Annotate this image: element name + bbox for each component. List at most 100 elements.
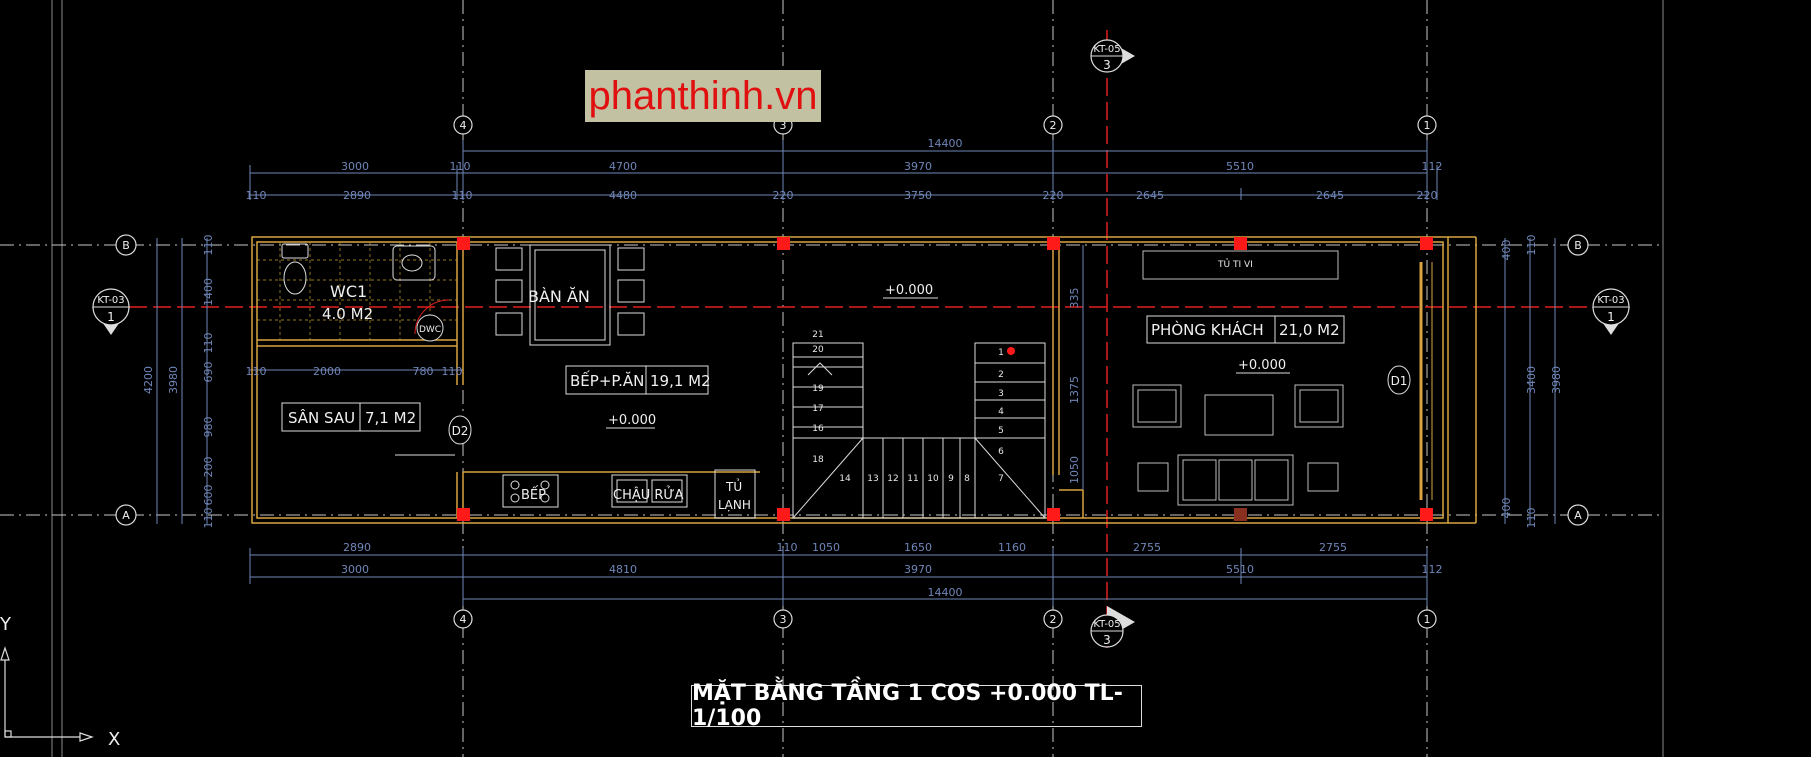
stair-step-11: 11 [907,474,918,484]
grid-bubble-4-top: 4 [460,119,467,132]
dim-top-r2-4: 220 [773,189,794,202]
structural-columns [457,237,1433,521]
dim-top-r2-3: 4480 [609,189,637,202]
ucs-y-label: Y [0,614,12,635]
section-sheet-left: KT-03 [97,295,124,306]
grid-bubble-a-left: A [122,509,130,522]
section-sheet-top: KT-05 [1093,44,1120,55]
grid-bubble-a-right: A [1574,509,1582,522]
stair-step-16: 16 [812,424,824,434]
dim-bot-r2-0: 3000 [341,563,369,576]
section-num-right: 1 [1607,310,1615,324]
grid-bubble-4-bottom: 4 [460,613,467,626]
fridge-label-1: TỦ [725,478,742,494]
dim-bot-r2-4: 112 [1422,563,1443,576]
dim-right-seg-2: 400 [1500,498,1513,519]
tv-cabinet-label: TỦ TI VI [1217,258,1253,270]
wc-fixtures [281,243,450,335]
dim-top-r2-7: 2645 [1136,189,1164,202]
stair-step-8: 8 [964,474,970,484]
room-kitchen-area: 19,1 M2 [650,372,711,390]
dwc-door-label: DWC [419,325,441,335]
fridge-label-2: LẠNH [718,498,751,512]
dim-top-r2-2: 110 [452,189,473,202]
room-living-tag-box [1146,315,1345,344]
stair-step-2: 2 [998,370,1004,380]
dim-left-seg-3: 690 [202,362,215,383]
dim-top-r1-end: 112 [1422,160,1443,173]
dim-bot-total: 14400 [928,586,963,599]
dimension-lines [156,150,1556,600]
room-living-label: PHÒNG KHÁCH [1151,320,1264,339]
dim-wc-row-1: 2000 [313,365,341,378]
section-num-left: 1 [107,310,115,324]
stair-step-6: 6 [998,447,1004,457]
dim-top-total: 14400 [928,137,963,150]
room-kitchen-label: BẾP+P.ĂN [570,369,644,390]
stair-step-12: 12 [887,474,898,484]
stair-step-10: 10 [927,474,939,484]
dim-bot-r2-1: 4810 [609,563,637,576]
dim-right-seg-1: 400 [1500,240,1513,261]
stair-step-9: 9 [948,474,954,484]
dim-inner-v-1: 1375 [1068,376,1081,404]
stair-step-19: 19 [812,384,824,394]
section-sheet-right: KT-03 [1597,295,1624,306]
grid-bubble-2-bottom: 2 [1050,613,1057,626]
dim-bot-r1-1: 110 [777,541,798,554]
room-kitchen-tag-box [565,365,709,395]
dim-right-seg-0: 110 [1525,235,1538,256]
section-num-top: 3 [1103,58,1111,72]
staircase [792,342,1046,519]
drawing-title: MẶT BẰNG TẦNG 1 COS +0.000 TL-1/100 [692,681,1123,731]
dim-left-mid: 3980 [167,366,180,394]
stair-step-7: 7 [998,474,1004,484]
dim-left-outer: 4200 [142,366,155,394]
dim-right-outer: 3980 [1550,366,1563,394]
grid-bubble-2-top: 2 [1050,119,1057,132]
room-backyard-area: 7,1 M2 [365,409,416,427]
grid-bubble-1-bottom: 1 [1424,613,1431,626]
walls [251,236,1477,524]
stair-step-17: 17 [812,404,823,414]
dim-left-seg-7: 110 [202,508,215,529]
dwc-door-tag [416,314,444,342]
dim-inner-v-0: 335 [1068,288,1081,309]
dimension-ticks [249,140,1438,606]
dim-bot-r1-6: 2755 [1319,541,1347,554]
dim-left-seg-6: 600 [202,485,215,506]
dim-top-r2-1: 2890 [343,189,371,202]
dim-wc-row-0: 110 [246,365,267,378]
stair-start-mark [1007,347,1015,355]
dim-wc-row-3: 110 [442,365,463,378]
wc-tiles [257,242,457,340]
level-living: +0.000 [1238,358,1286,373]
dim-top-r2-5: 3750 [904,189,932,202]
stair-step-20: 20 [812,345,824,355]
dim-top-r1-1: 4700 [609,160,637,173]
section-marker-bottom: KT-05 3 [1090,606,1135,648]
dim-bot-r2-2: 3970 [904,563,932,576]
section-num-bottom: 3 [1103,633,1111,647]
door-d1-tag [1387,365,1411,395]
living-furniture [1132,250,1344,506]
grid-bubble-1-top: 1 [1424,119,1431,132]
ucs-icon [0,646,94,742]
dim-left-seg-2: 110 [202,333,215,354]
stair-step-1: 1 [998,348,1004,358]
grid-bubble-3-bottom: 3 [780,613,787,626]
dim-right-seg-3: 110 [1525,508,1538,529]
dim-left-seg-0: 110 [202,235,215,256]
grid-bubble-b-left: B [122,239,130,252]
stair-step-18b: 18 [812,455,824,465]
dining-set [495,244,645,346]
room-backyard-tag-box [281,402,421,432]
watermark-text: phanthinh.vn [588,73,818,118]
door-d1-label: D1 [1391,374,1408,388]
door-d2-label: D2 [452,424,469,438]
dim-wc-row-2: 780 [413,365,434,378]
dim-top-r2-0: 110 [246,189,267,202]
dim-top-r1-small: 110 [450,160,471,173]
section-marker-left: KT-03 1 [92,288,130,335]
